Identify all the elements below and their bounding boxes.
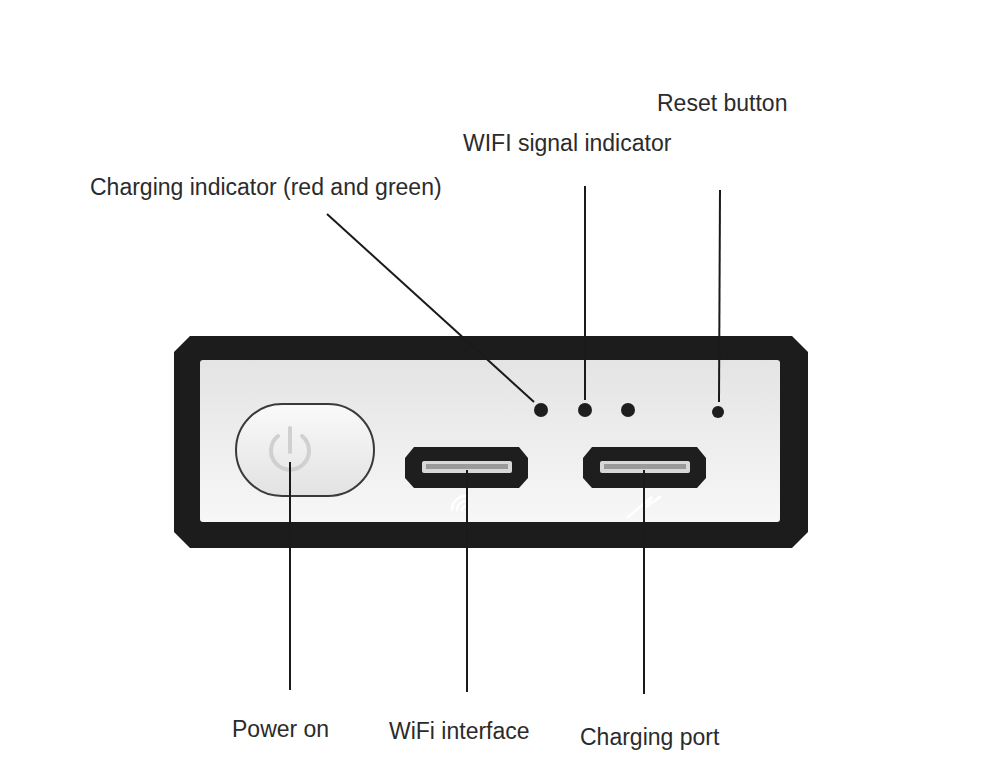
wifi-icon [452,496,466,510]
power-button [236,404,374,496]
device-housing [174,336,808,548]
led [621,403,635,417]
part-label: Charging port [580,723,719,751]
part-label: WIFI signal indicator [463,129,671,157]
front-panel [200,360,780,522]
wifi-led [578,403,592,417]
part-label: WiFi interface [389,717,530,745]
part-label: Charging indicator (red and green) [90,173,442,201]
part-label: Reset button [657,89,787,117]
leader-lines [290,186,720,694]
power-icon [288,428,292,452]
part-label: Power on [232,715,329,743]
reset-hole [712,406,724,418]
charging-led [534,403,548,417]
